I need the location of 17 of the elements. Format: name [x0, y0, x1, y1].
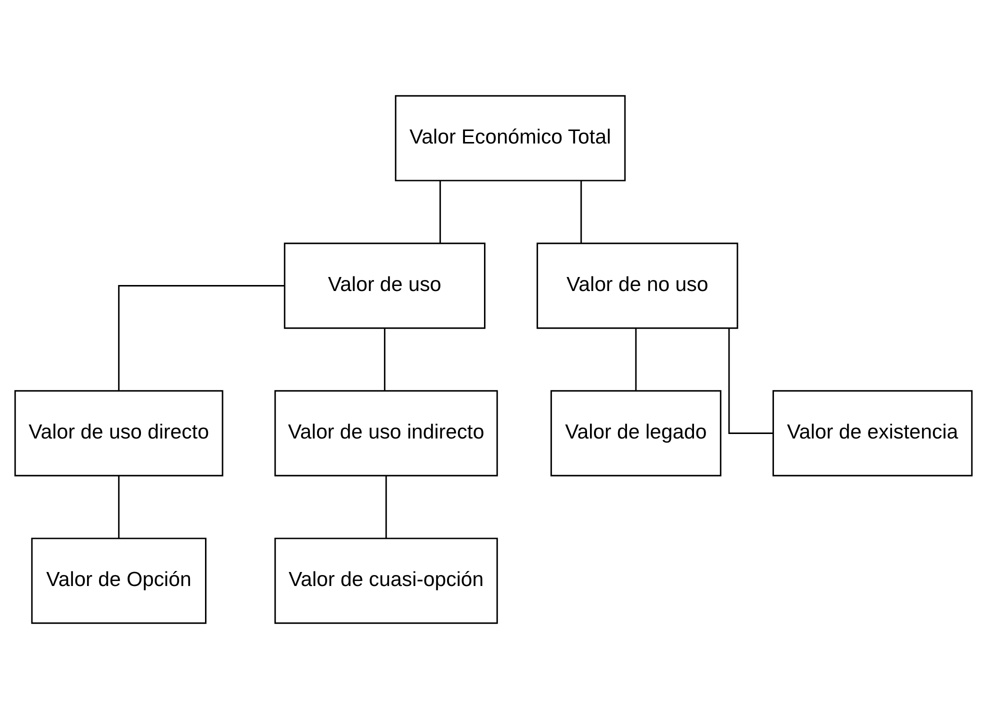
connector: [438, 180, 440, 243]
node-box: Valor de uso: [283, 242, 485, 328]
node-box: Valor de legado: [550, 390, 721, 476]
connector: [580, 180, 582, 243]
connector: [118, 284, 284, 390]
node-box: Valor de existencia: [772, 390, 972, 476]
connector: [728, 328, 772, 434]
node-box: Valor de uso directo: [14, 390, 223, 476]
connector: [384, 475, 386, 538]
connector: [383, 328, 385, 390]
node-box: Valor de no uso: [536, 242, 738, 328]
node-box: Valor de uso indirecto: [274, 390, 498, 476]
node-box: Valor Económico Total: [394, 94, 626, 181]
connector: [118, 475, 120, 538]
node-box: Valor de cuasi-opción: [274, 537, 498, 624]
node-box: Valor de Opción: [30, 537, 206, 624]
connector: [634, 328, 636, 390]
